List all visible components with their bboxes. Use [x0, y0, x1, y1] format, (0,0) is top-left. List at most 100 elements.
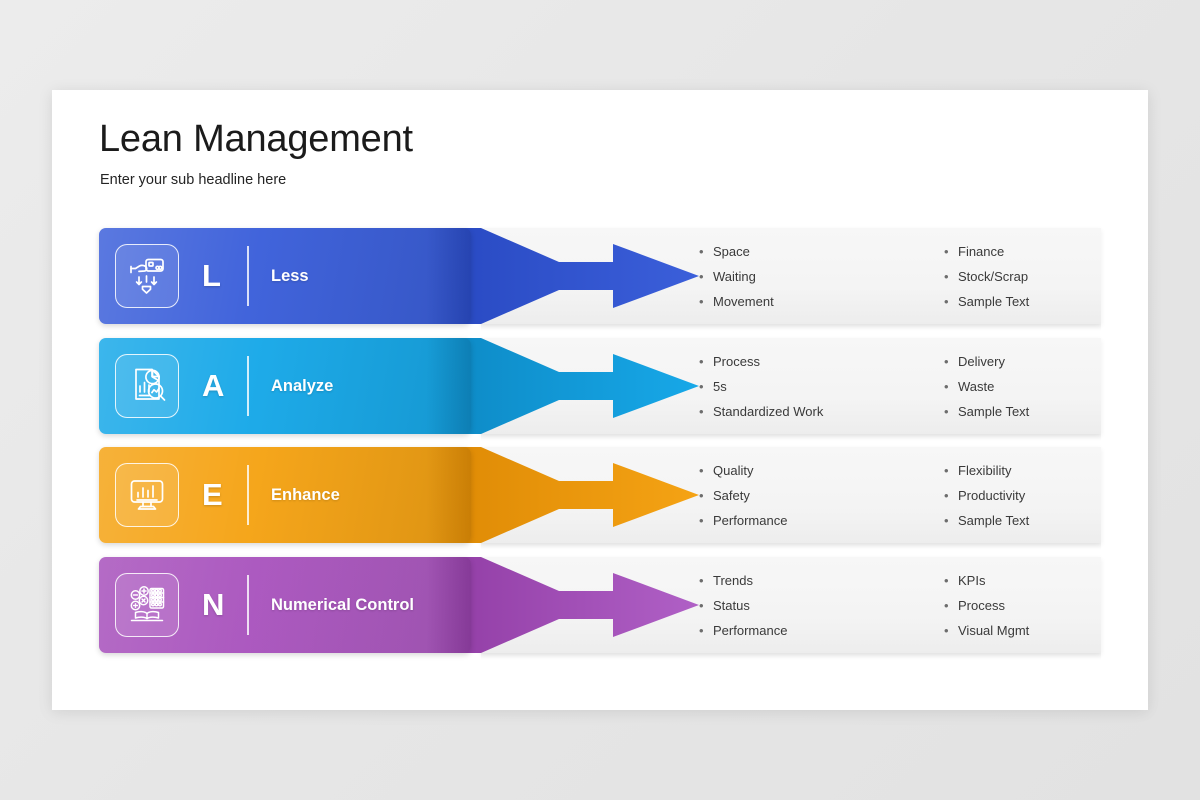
- lean-row-enhance[interactable]: E Enhance •Quality •Safety •Performance …: [99, 447, 1101, 550]
- arrow-shape: [463, 338, 699, 434]
- list-item-label: Delivery: [958, 353, 1005, 369]
- bullet-dot: •: [699, 487, 704, 503]
- document-charts-magnifier-icon: [115, 354, 179, 418]
- list-item: • Standardized Work: [699, 399, 949, 424]
- bullet-dot: •: [944, 403, 949, 419]
- bullet-column-left: • Space • Waiting • Movement: [699, 240, 949, 312]
- list-item-label: Movement: [713, 293, 774, 309]
- list-item: • Performance: [699, 508, 949, 533]
- list-item-label: Waste: [958, 378, 995, 394]
- bullet-dot: •: [699, 403, 704, 419]
- row-letter: E: [202, 477, 223, 512]
- list-item-label: Sample Text: [958, 293, 1030, 309]
- list-item-label: 5s: [713, 378, 727, 394]
- list-item: •Waste: [944, 374, 1174, 399]
- list-item-label: Trends: [713, 572, 753, 588]
- row-letter: A: [202, 368, 225, 403]
- list-item-label: Flexibility: [958, 462, 1012, 478]
- bullet-column-left: • Quality • Safety • Performance: [699, 459, 949, 531]
- list-item: • Stock/Scrap: [944, 264, 1174, 289]
- list-item-label: Standardized Work: [713, 403, 824, 419]
- bullet-column-right: • Finance • Stock/Scrap • Sample Text: [944, 240, 1174, 312]
- bullet-dot: •: [944, 268, 949, 284]
- row-label: Less: [271, 266, 309, 285]
- list-item-label: Waiting: [713, 268, 756, 284]
- arrow-shape: [463, 557, 699, 653]
- bullet-dot: •: [699, 512, 704, 528]
- list-item: •Sample Text: [944, 508, 1174, 533]
- list-item: • Sample Text: [944, 289, 1174, 314]
- bullet-column-right: • Flexibility •Productivity •Sample Text: [944, 459, 1174, 531]
- bullet-column-right: •Delivery •Waste •Sample Text: [944, 350, 1174, 422]
- row-divider: [247, 465, 249, 525]
- row-letter: N: [202, 587, 225, 622]
- list-item-label: Status: [713, 597, 750, 613]
- bullet-dot: •: [699, 243, 704, 259]
- page-subtitle: Enter your sub headline here: [100, 172, 287, 188]
- lean-row-numerical-control[interactable]: N Numerical Control • Trends • Status • Per…: [99, 557, 1101, 660]
- bullet-dot: •: [699, 353, 704, 369]
- list-item: • Flexibility: [944, 458, 1174, 483]
- bullet-dot: •: [699, 622, 704, 638]
- bullet-dot: •: [944, 597, 949, 613]
- list-item: • Delivery: [944, 349, 1174, 374]
- bullet-dot: •: [699, 462, 704, 478]
- arrow-shape: [463, 447, 699, 543]
- list-item: • Movement: [699, 289, 949, 314]
- list-item: •Productivity: [944, 483, 1174, 508]
- row-divider: [247, 246, 249, 306]
- bullet-dot: •: [944, 353, 949, 369]
- arrow-shape: [463, 228, 699, 324]
- bullet-dot: •: [944, 243, 949, 259]
- list-item-label: Performance: [713, 512, 788, 528]
- row-label: Enhance: [271, 485, 340, 504]
- bullet-dot: •: [944, 293, 949, 309]
- bullet-dot: •: [944, 572, 949, 588]
- bullet-dot: •: [699, 597, 704, 613]
- list-item-label: Process: [958, 597, 1005, 613]
- bullet-dot: •: [944, 462, 949, 478]
- row-divider: [247, 356, 249, 416]
- bullet-dot: •: [944, 622, 949, 638]
- list-item: • Visual Mgmt: [944, 618, 1174, 643]
- lean-row-less[interactable]: L Less • Space • Waiting • Movement • Financ…: [99, 228, 1101, 331]
- list-item-label: Quality: [713, 462, 754, 478]
- list-item: • Safety: [699, 483, 949, 508]
- bullet-dot: •: [699, 293, 704, 309]
- list-item-label: Visual Mgmt: [958, 622, 1030, 638]
- hand-holding-card-down-arrows-icon: [115, 244, 179, 308]
- abacus-math-operators-icon: [115, 573, 179, 637]
- row-letter: L: [202, 258, 221, 293]
- list-item: • Status: [699, 593, 949, 618]
- list-item: • Space: [699, 239, 949, 264]
- bullet-dot: •: [944, 487, 949, 503]
- list-item: • Quality: [699, 458, 949, 483]
- page-title: Lean Management: [99, 118, 413, 160]
- list-item-label: Process: [713, 353, 760, 369]
- list-item-label: Safety: [713, 487, 750, 503]
- monitor-bar-chart-icon: [115, 463, 179, 527]
- list-item: • Process: [699, 349, 949, 374]
- list-item-label: Stock/Scrap: [958, 268, 1029, 284]
- bullet-column-left: • Trends • Status • Performance: [699, 569, 949, 641]
- list-item-label: Performance: [713, 622, 788, 638]
- list-item: •Sample Text: [944, 399, 1174, 424]
- list-item: • KPIs: [944, 568, 1174, 593]
- list-item: • Process: [944, 593, 1174, 618]
- bullet-dot: •: [699, 378, 704, 394]
- row-label: Analyze: [271, 376, 334, 395]
- bullet-dot: •: [944, 512, 949, 528]
- list-item: • Performance: [699, 618, 949, 643]
- list-item-label: Finance: [958, 243, 1005, 259]
- list-item: • Waiting: [699, 264, 949, 289]
- list-item-label: KPIs: [958, 572, 986, 588]
- bullet-dot: •: [699, 268, 704, 284]
- list-item-label: Space: [713, 243, 750, 259]
- lean-row-analyze[interactable]: A Analyze • Process • 5s • Standardized Wor…: [99, 338, 1101, 441]
- bullet-column-left: • Process • 5s • Standardized Work: [699, 350, 949, 422]
- list-item: • Trends: [699, 568, 949, 593]
- list-item: • 5s: [699, 374, 949, 399]
- row-label: Numerical Control: [271, 595, 415, 614]
- bullet-dot: •: [699, 572, 704, 588]
